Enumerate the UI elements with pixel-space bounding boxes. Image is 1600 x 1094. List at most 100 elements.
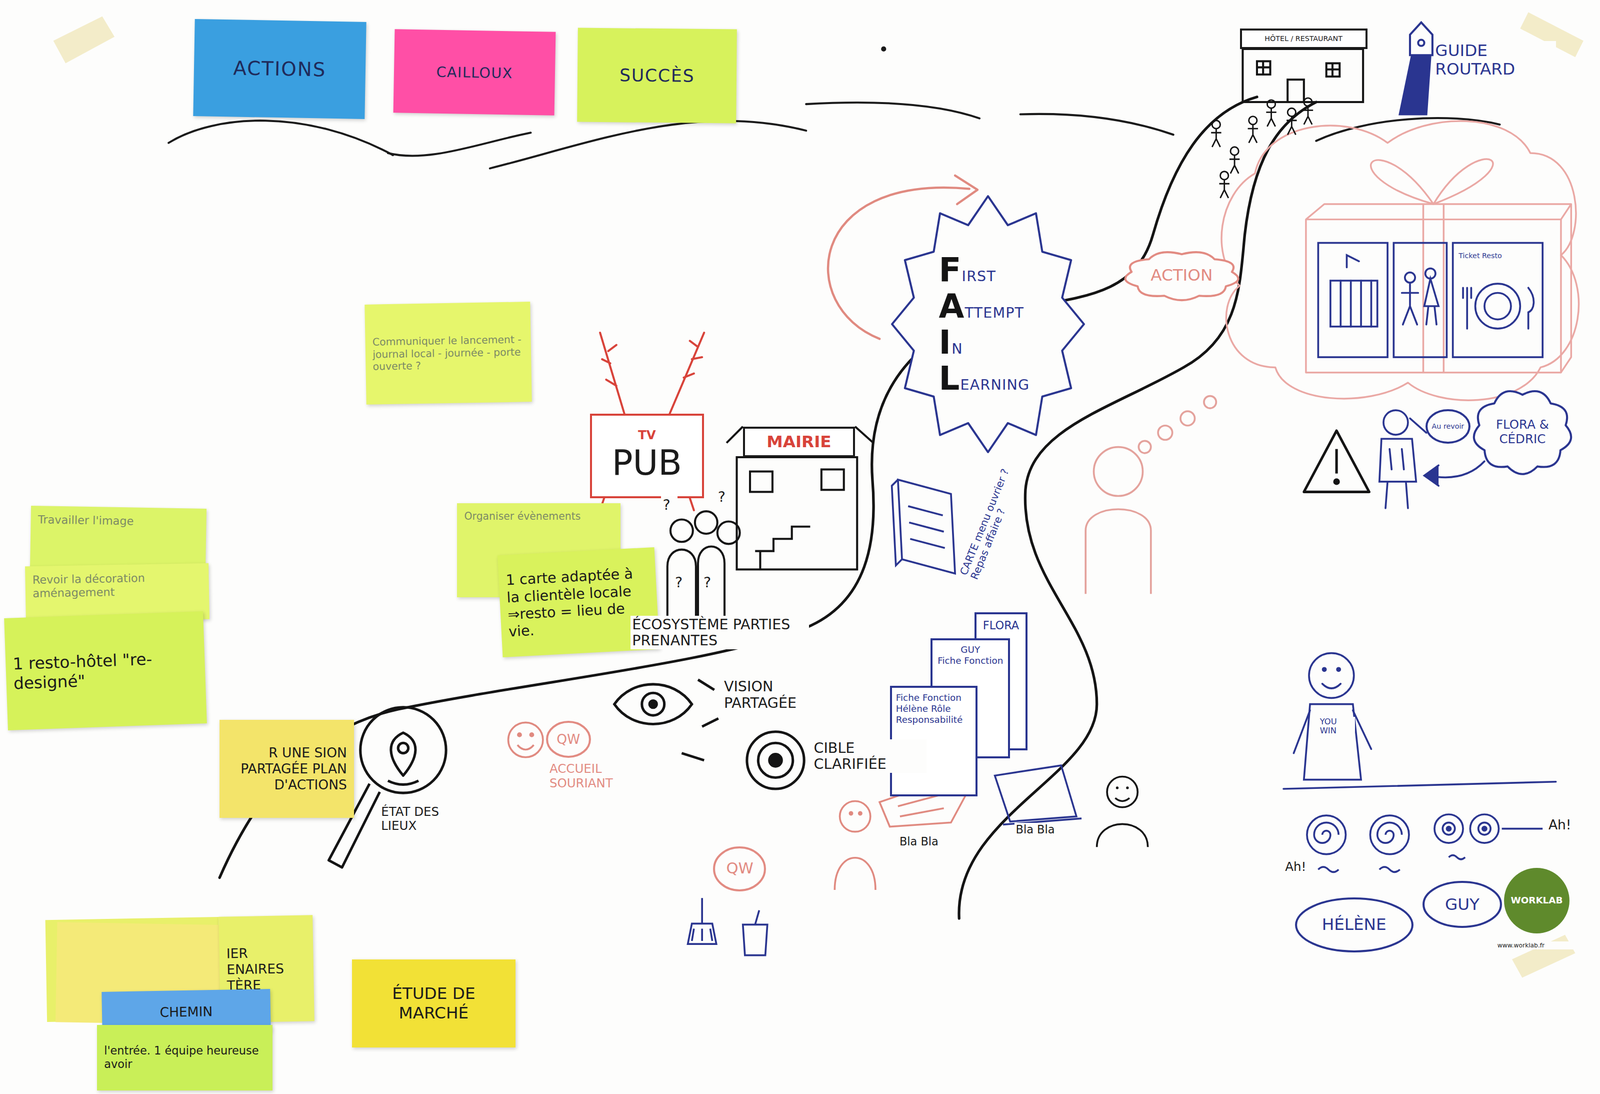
node-text: 1 carte adaptée à la clientèle locale ⇒r…: [505, 564, 652, 640]
stick-figures: [1229, 155, 1240, 174]
crowd: [695, 511, 718, 534]
legend-text: ACTIONS: [233, 57, 326, 81]
sign-box: TVPUB: [590, 413, 705, 498]
winner: [1304, 704, 1361, 780]
node-text: Fiche Fonction: [936, 655, 1004, 666]
stick-figures: [1211, 128, 1221, 147]
town-hall: [726, 426, 874, 570]
node-text: QW: [720, 859, 760, 878]
logo-circle: WORKLAB: [1502, 865, 1572, 935]
node-text: Revoir la décoration aménagement: [32, 570, 203, 600]
stick-figures: [1248, 116, 1258, 143]
menu-book: [898, 479, 955, 574]
gift-cloud: [1221, 121, 1579, 400]
stick-figures: [1249, 116, 1257, 125]
winner: [1337, 667, 1340, 671]
laptop-person: [1097, 797, 1148, 847]
town-hall: [821, 469, 844, 490]
ellipse-bubble: HÉLÈNE: [1294, 896, 1415, 953]
handwritten-label: Ah!: [1283, 859, 1316, 874]
hill-line: [388, 132, 531, 156]
node-text: IER ENAIRES TÈRE: [226, 944, 307, 993]
handwritten-label: ÉTAT DES LIEUX: [379, 804, 461, 833]
tape: [53, 12, 1584, 977]
crowd: [698, 546, 725, 617]
eyes: [1502, 827, 1543, 830]
node-outline: [1125, 252, 1238, 300]
winner: [1283, 653, 1556, 789]
node-text: l'entrée. 1 équipe heureuse avoir: [104, 1043, 265, 1071]
leaving-person: [1410, 418, 1427, 433]
node-text: HÉLÈNE: [1310, 914, 1397, 934]
node-outline: [1474, 391, 1571, 474]
legend-sticky: CAILLOUX: [393, 29, 556, 116]
handwritten-label: ?: [716, 488, 733, 506]
laptop-person: [995, 765, 1082, 824]
warning-sign: [1334, 479, 1339, 484]
node-text: MAIRIE: [749, 432, 849, 452]
stick-figures: [1303, 98, 1313, 125]
smiley: [517, 744, 534, 749]
node-text: Communiquer le lancement - journal local…: [372, 333, 524, 373]
node-text: HÔTEL / RESTAURANT: [1246, 34, 1362, 43]
gift-icons: [1347, 255, 1359, 267]
node-outline: [1296, 898, 1413, 951]
stick-figures: [1286, 108, 1297, 135]
eyes: [1307, 815, 1346, 854]
eyes: [1377, 822, 1402, 843]
stick-figures: [1303, 106, 1313, 125]
laptop-person: [995, 765, 1148, 847]
guide-tower: [1400, 22, 1433, 115]
eyes: [1478, 822, 1491, 834]
node-text: ATTEMPT: [939, 288, 1037, 324]
ghost-person: [1180, 411, 1195, 426]
road: [219, 97, 1316, 918]
handwritten-label: ACCUEIL SOURIANT: [548, 761, 658, 790]
legend-sticky: SUCCÈS: [577, 28, 737, 124]
hill-line: [168, 47, 1500, 169]
gift-icons: [1318, 243, 1388, 357]
hotel-building: [1242, 49, 1363, 102]
node-outline: [1426, 410, 1470, 443]
legend-text: SUCCÈS: [619, 65, 695, 86]
gift-icons: [1402, 282, 1419, 325]
stick-figures: [1286, 116, 1297, 135]
talking-person: [849, 811, 852, 814]
ellipse-bubble: QW: [545, 719, 592, 759]
node-text: FLORA: [980, 618, 1022, 632]
leaving-person: [1379, 438, 1416, 482]
eye-symbol: [649, 700, 657, 708]
talking-person: [898, 793, 944, 816]
road: [219, 97, 1257, 878]
broom-dustpan: [688, 897, 717, 944]
handwritten-label: Ah!: [1547, 816, 1588, 833]
stick-figures: [1304, 98, 1312, 106]
guide-tower: [1400, 55, 1431, 114]
laptop-person: [1107, 776, 1138, 807]
hotel-building: [1326, 63, 1340, 77]
handwritten-label: ?: [661, 496, 678, 514]
leaving-person: [1379, 410, 1485, 508]
eyes: [1370, 815, 1409, 854]
handwritten-label: ?: [673, 573, 690, 591]
winner: [1293, 710, 1371, 753]
gift-cloud: [1306, 204, 1571, 373]
pin-magnifier: [398, 742, 408, 753]
warning-sign: [1335, 449, 1338, 474]
smiley: [508, 722, 543, 757]
crowd: [667, 549, 696, 618]
eyes: [1314, 822, 1339, 843]
sticky-note: R UNE SION PARTAGÉE PLAN D'ACTIONS: [219, 719, 354, 818]
eye-symbol: [614, 684, 692, 724]
winner: [1322, 683, 1341, 688]
node-text: ACTION: [1142, 265, 1221, 285]
target-symbol: [681, 731, 804, 789]
gift-icons: [1340, 280, 1371, 327]
node-text: GUY: [1433, 894, 1492, 914]
loop-arrow: [955, 175, 978, 204]
guide-tower: [1410, 22, 1433, 55]
talking-person: [859, 811, 862, 814]
target-symbol: [747, 731, 804, 789]
stick-figures: [1211, 98, 1313, 198]
